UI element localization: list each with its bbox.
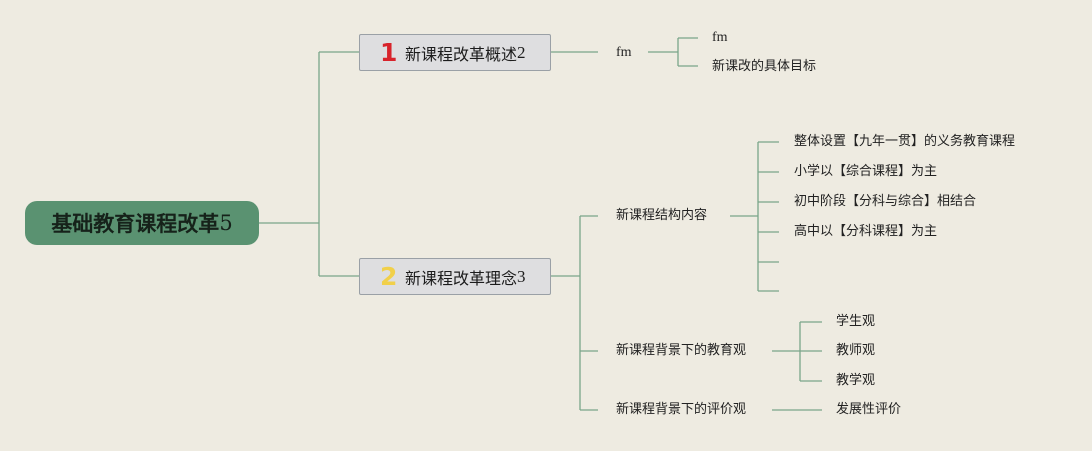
root-label: 基础教育课程改革 [51,212,220,236]
priority-2-icon: 2 [380,262,398,291]
connector-root [259,51,359,277]
topic-count: 2 [517,42,526,62]
leaf-fm[interactable]: fm [712,30,728,45]
root-count: 5 [219,211,233,235]
leaf-developmental-evaluation[interactable]: 发展性评价 [836,402,902,417]
subtopic-fm[interactable]: fm [616,45,632,60]
leaf-structure-2[interactable]: 小学以【综合课程】为主 [794,164,938,179]
topic-label: 新课程改革理念 [405,268,518,288]
connector-topic2 [551,215,598,411]
leaf-student-view[interactable]: 学生观 [836,314,876,329]
subtopic-evaluation-view[interactable]: 新课程背景下的评价观 [616,402,747,417]
leaf-structure-1[interactable]: 整体设置【九年一贯】的义务教育课程 [794,134,1016,149]
topic-label: 新课程改革概述 [405,44,518,64]
connector-education-view [772,321,822,382]
leaf-new-curriculum-goals[interactable]: 新课改的具体目标 [712,59,817,74]
leaf-structure-4[interactable]: 高中以【分科课程】为主 [794,224,938,239]
leaf-teacher-view[interactable]: 教师观 [836,343,876,358]
subtopic-structure-content[interactable]: 新课程结构内容 [616,208,708,223]
connector-structure [730,141,779,292]
topic-count: 3 [517,266,526,286]
leaf-teaching-view[interactable]: 教学观 [836,373,876,388]
subtopic-education-view[interactable]: 新课程背景下的教育观 [616,343,747,358]
leaf-structure-3[interactable]: 初中阶段【分科与综合】相结合 [794,194,977,209]
connector-fm [648,37,698,67]
priority-1-icon: 1 [380,38,398,67]
